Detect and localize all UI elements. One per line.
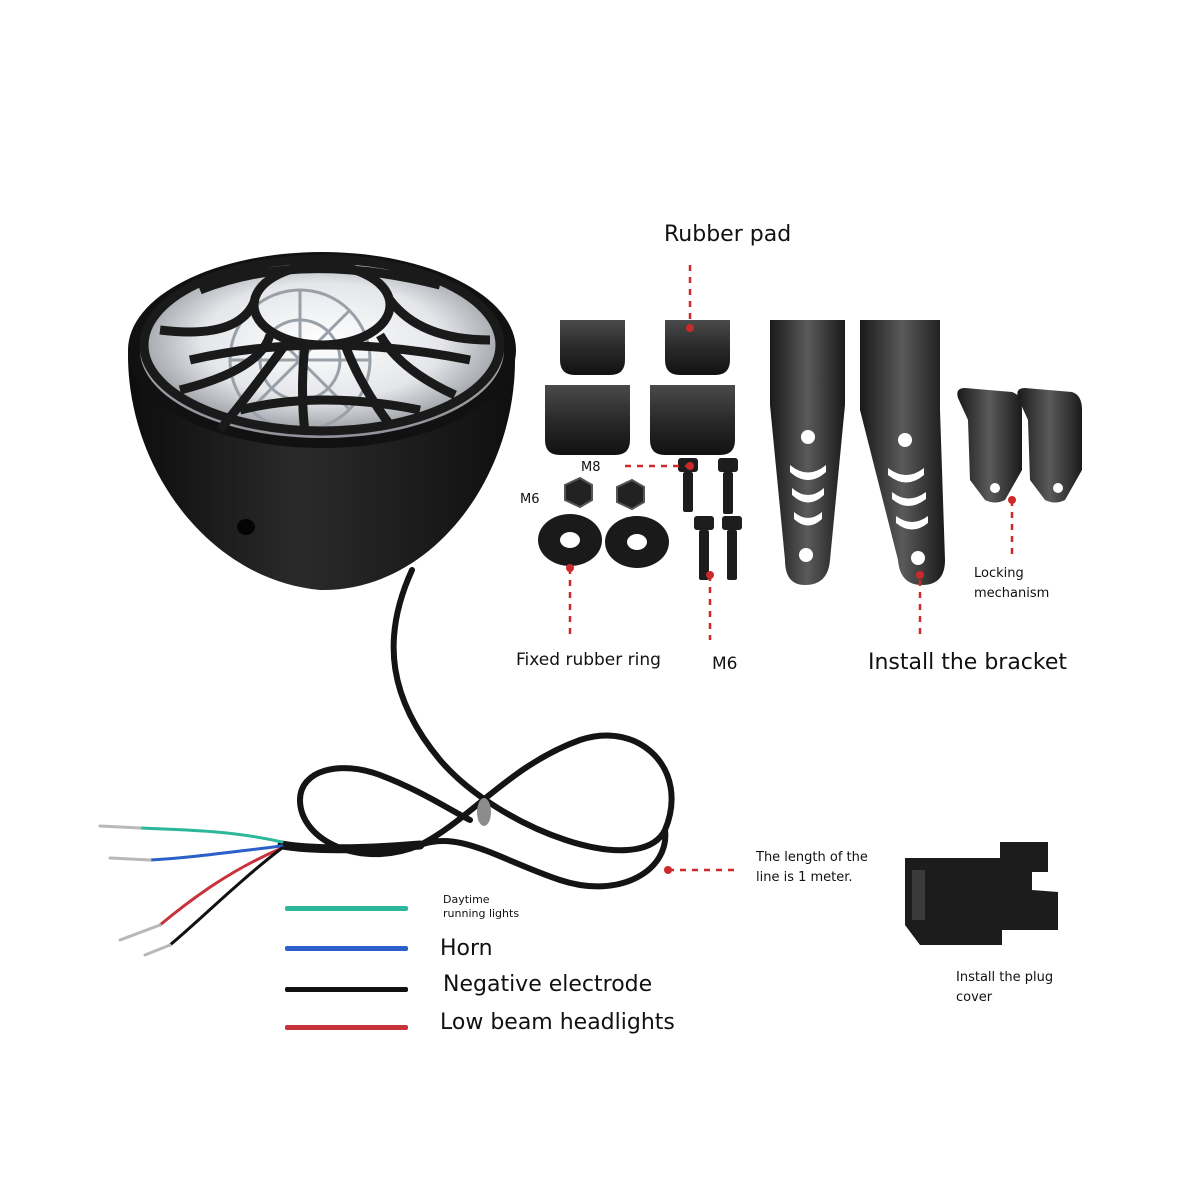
legend-swatch-horn <box>285 946 408 951</box>
headlight-assembly <box>128 252 516 591</box>
label-m6-nut: M6 <box>520 492 540 507</box>
label-fixed-rubber-ring: Fixed rubber ring <box>516 650 661 670</box>
protective-grille <box>139 254 505 436</box>
legend-label-low-beam: Low beam headlights <box>440 1010 675 1035</box>
bracket-right <box>860 320 945 585</box>
headlight-lens <box>140 262 504 438</box>
leader-lines <box>568 265 1014 872</box>
legend-label-horn: Horn <box>440 936 493 961</box>
leader-dots <box>566 324 1016 874</box>
bracket-left <box>770 320 845 585</box>
legend-label-daytime: Daytime running lights <box>443 893 520 920</box>
wire-leads <box>98 824 284 957</box>
label-line-length: The length of the line is 1 meter. <box>756 850 868 885</box>
rubber-pad-left <box>545 320 630 455</box>
bolts <box>678 458 742 580</box>
label-locking-mechanism: Locking mechanism <box>974 566 1050 601</box>
plug-cover <box>905 842 1058 945</box>
cable-tie <box>477 798 491 826</box>
rubber-pad-right <box>650 320 735 455</box>
label-plug-cover: Install the plug cover <box>956 970 1054 1005</box>
mounting-hole <box>237 519 255 535</box>
clamp-left <box>957 388 1022 503</box>
label-rubber-pad: Rubber pad <box>664 222 792 247</box>
legend-label-negative: Negative electrode <box>443 972 653 997</box>
label-install-bracket: Install the bracket <box>868 650 1068 675</box>
legend-swatch-low-beam <box>285 1025 408 1030</box>
nuts <box>564 476 645 511</box>
label-m6-bolt: M6 <box>712 654 738 674</box>
legend-swatch-negative <box>285 987 408 992</box>
label-m8: M8 <box>581 460 601 475</box>
legend-swatch-daytime <box>285 906 408 911</box>
rubber-washers <box>538 514 669 568</box>
cable <box>277 567 675 890</box>
clamp-right <box>1017 388 1082 503</box>
